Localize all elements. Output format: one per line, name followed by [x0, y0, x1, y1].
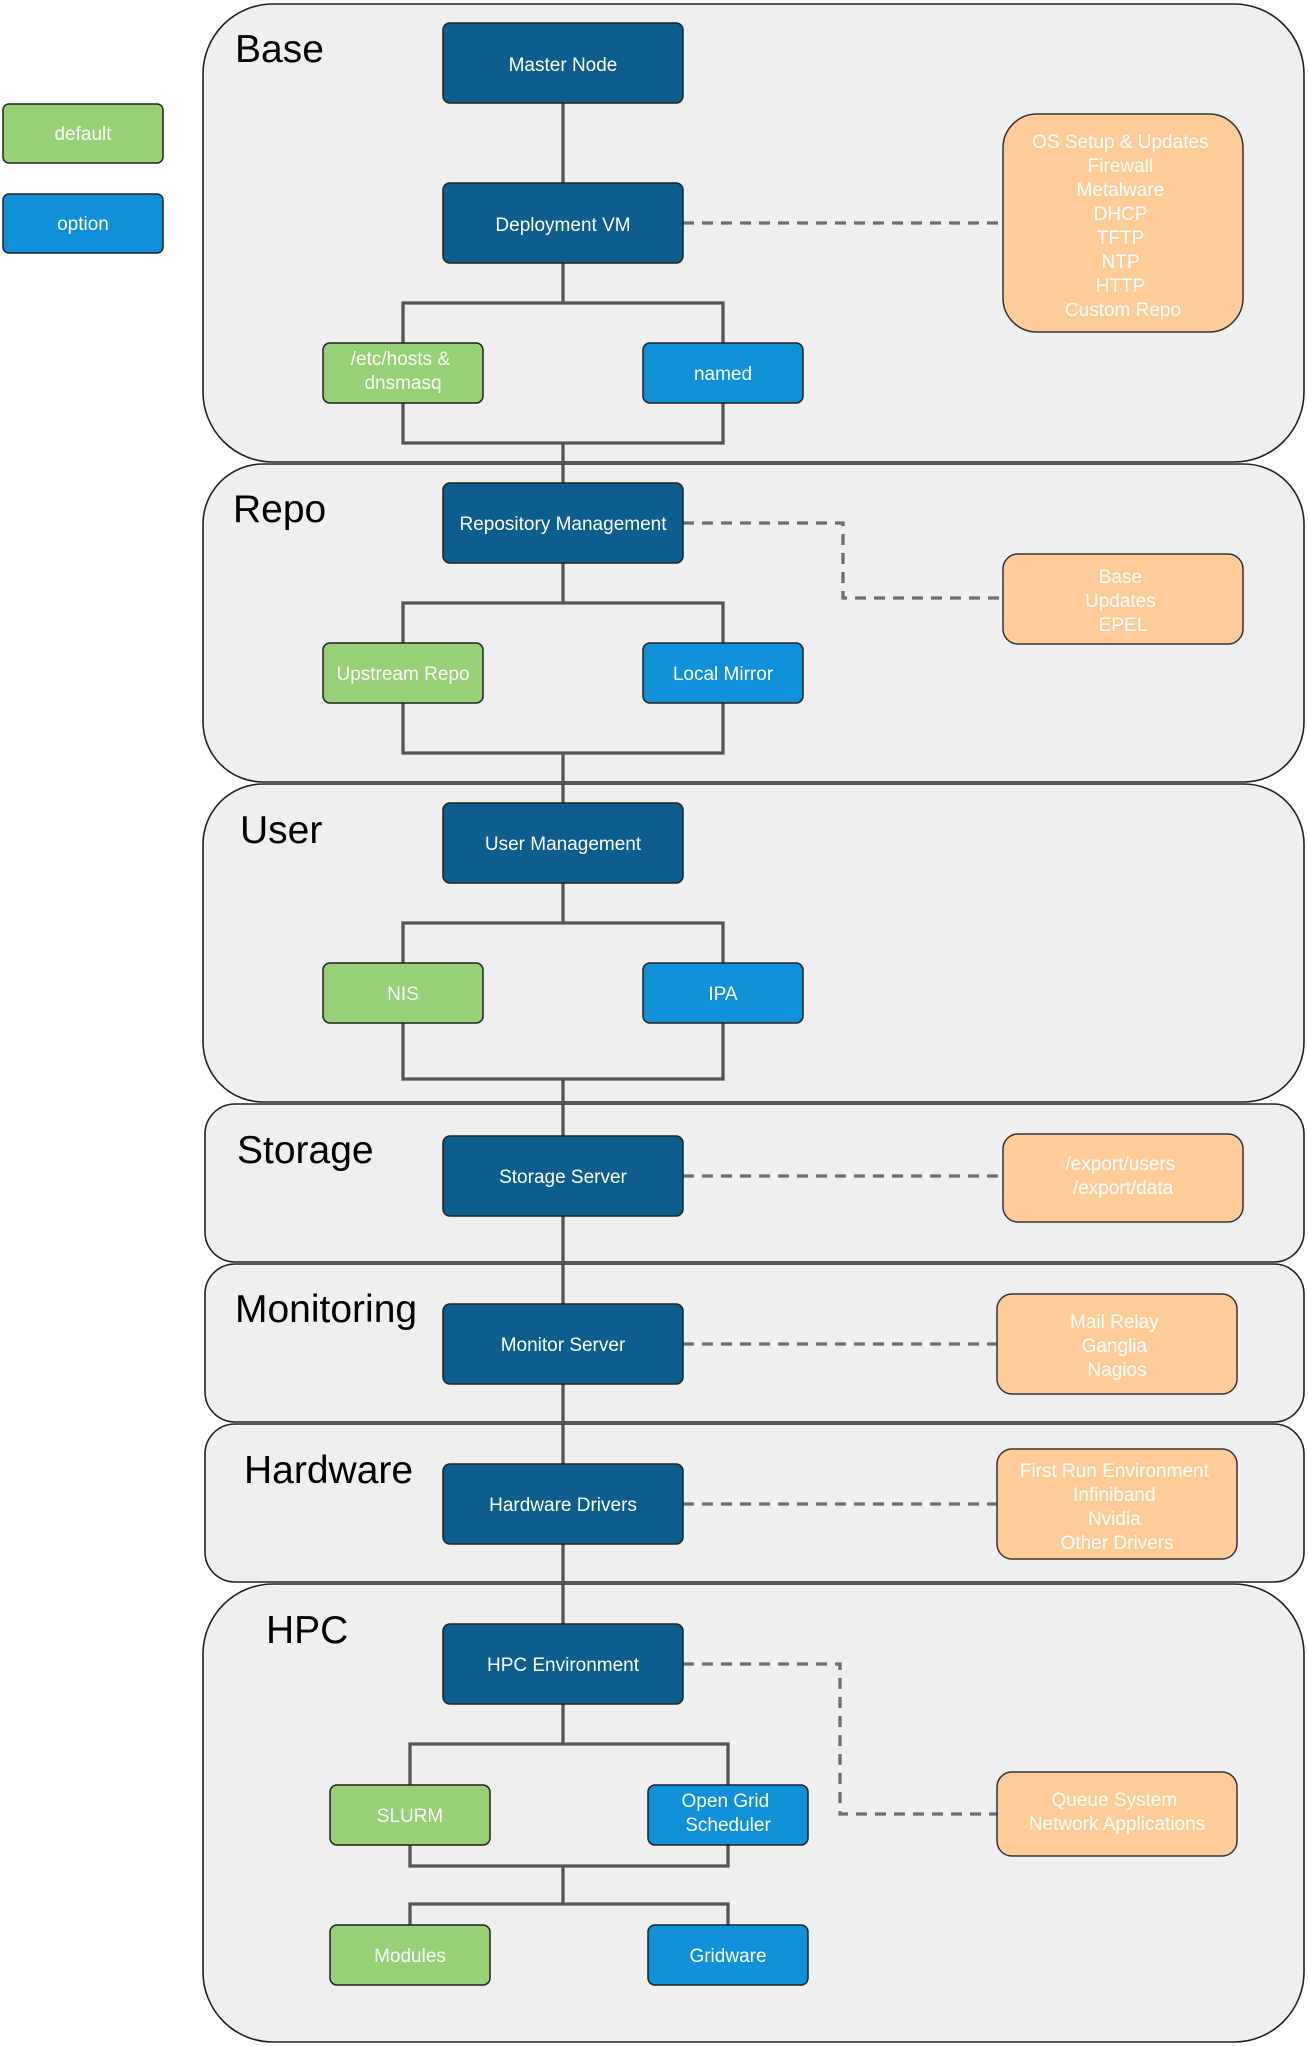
connector-deploy-branch — [401, 263, 725, 343]
dashed-link-repo — [683, 521, 1003, 600]
local-mirror-box: Local Mirror — [642, 642, 804, 704]
hosts-dnsmasq-box: /etc/hosts & dnsmasq — [322, 342, 484, 404]
named-box: named — [642, 342, 804, 404]
ipa-label: IPA — [708, 984, 738, 1005]
legend-default-label: default — [54, 124, 112, 145]
monitor-server-label: Monitor Server — [501, 1335, 626, 1356]
note-repo-box: Base Updates EPEL — [1002, 553, 1244, 645]
slurm-box: SLURM — [329, 1784, 491, 1846]
hpc-environment-box: HPC Environment — [442, 1623, 684, 1705]
hardware-drivers-box: Hardware Drivers — [442, 1463, 684, 1545]
connector-user-branch — [401, 883, 725, 963]
connector-repo-branch — [401, 563, 725, 643]
modules-box: Modules — [329, 1924, 491, 1986]
legend-default: default — [2, 103, 164, 164]
deployment-vm-label: Deployment VM — [495, 215, 630, 236]
band-title-storage: Storage — [237, 1129, 374, 1172]
connector-user-join — [401, 1023, 725, 1136]
band-user: User — [202, 783, 1305, 1103]
legend-option: option — [2, 193, 164, 254]
open-grid-scheduler-box: Open Grid Scheduler — [647, 1784, 809, 1846]
nis-label: NIS — [387, 984, 419, 1005]
deployment-vm-box: Deployment VM — [442, 182, 684, 264]
note-hpc-text: Queue System Network Applications — [1029, 1790, 1205, 1835]
storage-server-label: Storage Server — [499, 1167, 627, 1188]
band-title-user: User — [240, 809, 322, 852]
named-label: named — [694, 364, 752, 385]
slurm-label: SLURM — [377, 1806, 444, 1827]
band-title-hardware: Hardware — [244, 1449, 413, 1492]
connector-repo-join — [401, 703, 725, 803]
storage-server-box: Storage Server — [442, 1135, 684, 1217]
dashed-link-hpc — [683, 1662, 997, 1816]
upstream-repo-label: Upstream Repo — [336, 664, 469, 685]
hpc-environment-label: HPC Environment — [487, 1655, 640, 1676]
master-node-box: Master Node — [442, 22, 684, 104]
upstream-repo-box: Upstream Repo — [322, 642, 484, 704]
nis-box: NIS — [322, 962, 484, 1024]
note-base-box: OS Setup & Updates Firewall Metalware DH… — [1002, 113, 1244, 333]
legend-option-label: option — [57, 214, 109, 235]
connectors — [401, 103, 730, 1925]
gridware-box: Gridware — [647, 1924, 809, 1986]
band-title-base: Base — [235, 28, 324, 71]
master-node-label: Master Node — [509, 55, 618, 76]
ipa-box: IPA — [642, 962, 804, 1024]
note-storage-box: /export/users /export/data — [1002, 1133, 1244, 1223]
modules-label: Modules — [374, 1946, 446, 1967]
gridware-label: Gridware — [689, 1946, 766, 1967]
band-title-monitoring: Monitoring — [235, 1288, 417, 1331]
connector-base-join — [401, 403, 725, 484]
note-hardware-box: First Run Environment Infiniband Nvidia … — [996, 1448, 1238, 1560]
band-title-hpc: HPC — [266, 1609, 348, 1652]
repository-management-box: Repository Management — [442, 482, 684, 564]
note-monitoring-box: Mail Relay Ganglia Nagios — [996, 1293, 1238, 1395]
user-management-box: User Management — [442, 802, 684, 884]
note-storage-text: /export/users /export/data — [1065, 1154, 1180, 1199]
user-management-label: User Management — [485, 834, 642, 855]
note-hardware-text: First Run Environment Infiniband Nvidia … — [1020, 1461, 1214, 1554]
local-mirror-label: Local Mirror — [673, 664, 774, 685]
note-base-text: OS Setup & Updates Firewall Metalware DH… — [1032, 132, 1214, 321]
hardware-drivers-label: Hardware Drivers — [489, 1495, 637, 1516]
dashed-connectors — [683, 221, 1003, 1816]
repository-management-label: Repository Management — [460, 514, 668, 535]
monitor-server-box: Monitor Server — [442, 1303, 684, 1385]
note-hpc-box: Queue System Network Applications — [996, 1771, 1238, 1857]
note-monitoring-text: Mail Relay Ganglia Nagios — [1070, 1312, 1164, 1381]
band-title-repo: Repo — [233, 488, 326, 531]
connector-hpc-lower — [408, 1845, 730, 1925]
open-grid-scheduler-label: Open Grid Scheduler — [682, 1791, 775, 1836]
hosts-dnsmasq-label: /etc/hosts & dnsmasq — [351, 349, 456, 394]
note-repo-text: Base Updates EPEL — [1085, 567, 1161, 636]
connector-hpc-branch — [408, 1704, 730, 1785]
